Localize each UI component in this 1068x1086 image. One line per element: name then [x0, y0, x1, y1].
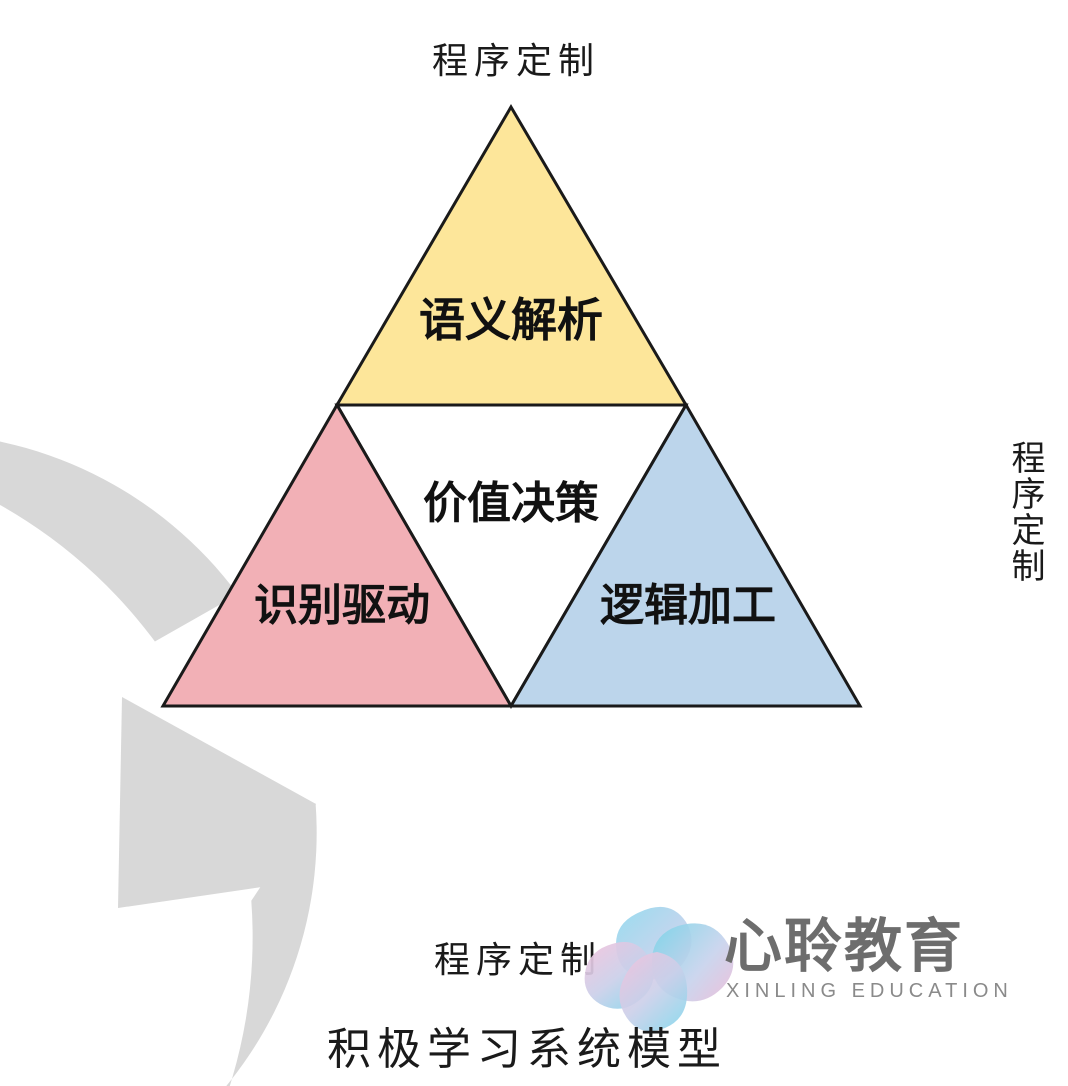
- pyramid-segment-bottom-left[interactable]: [160, 402, 514, 708]
- pyramid-segment-bottom-right[interactable]: [508, 402, 863, 708]
- logo-brand-cn: 心聆教育: [724, 914, 964, 979]
- page-title: 积极学习系统模型: [327, 1025, 727, 1074]
- cycle-label-bottom: 程序定制: [434, 940, 602, 980]
- pyramid-label-bottom-right: 逻辑加工: [600, 581, 776, 630]
- cycle-arrow-ring: [0, 441, 317, 1086]
- cycle-arrow-head: [118, 697, 316, 908]
- pyramid-label-center: 价值决策: [423, 479, 599, 528]
- logo-brand-en: XINLING EDUCATION: [726, 980, 1013, 1002]
- cycle-ring-band: [0, 441, 317, 1086]
- pyramid-segment-top[interactable]: [334, 104, 689, 407]
- brand-logo[interactable]: 心聆教育 XINLING EDUCATION: [584, 906, 1013, 1032]
- logo-mark-icon: [584, 906, 734, 1032]
- pyramid-label-bottom-left: 识别驱动: [254, 581, 430, 630]
- cycle-label-top: 程序定制: [432, 41, 600, 81]
- cycle-label-right: 程序定制: [1006, 440, 1043, 584]
- pyramid: 语义解析 价值决策 识别驱动 逻辑加工: [160, 104, 863, 709]
- pyramid-label-top: 语义解析: [419, 295, 603, 346]
